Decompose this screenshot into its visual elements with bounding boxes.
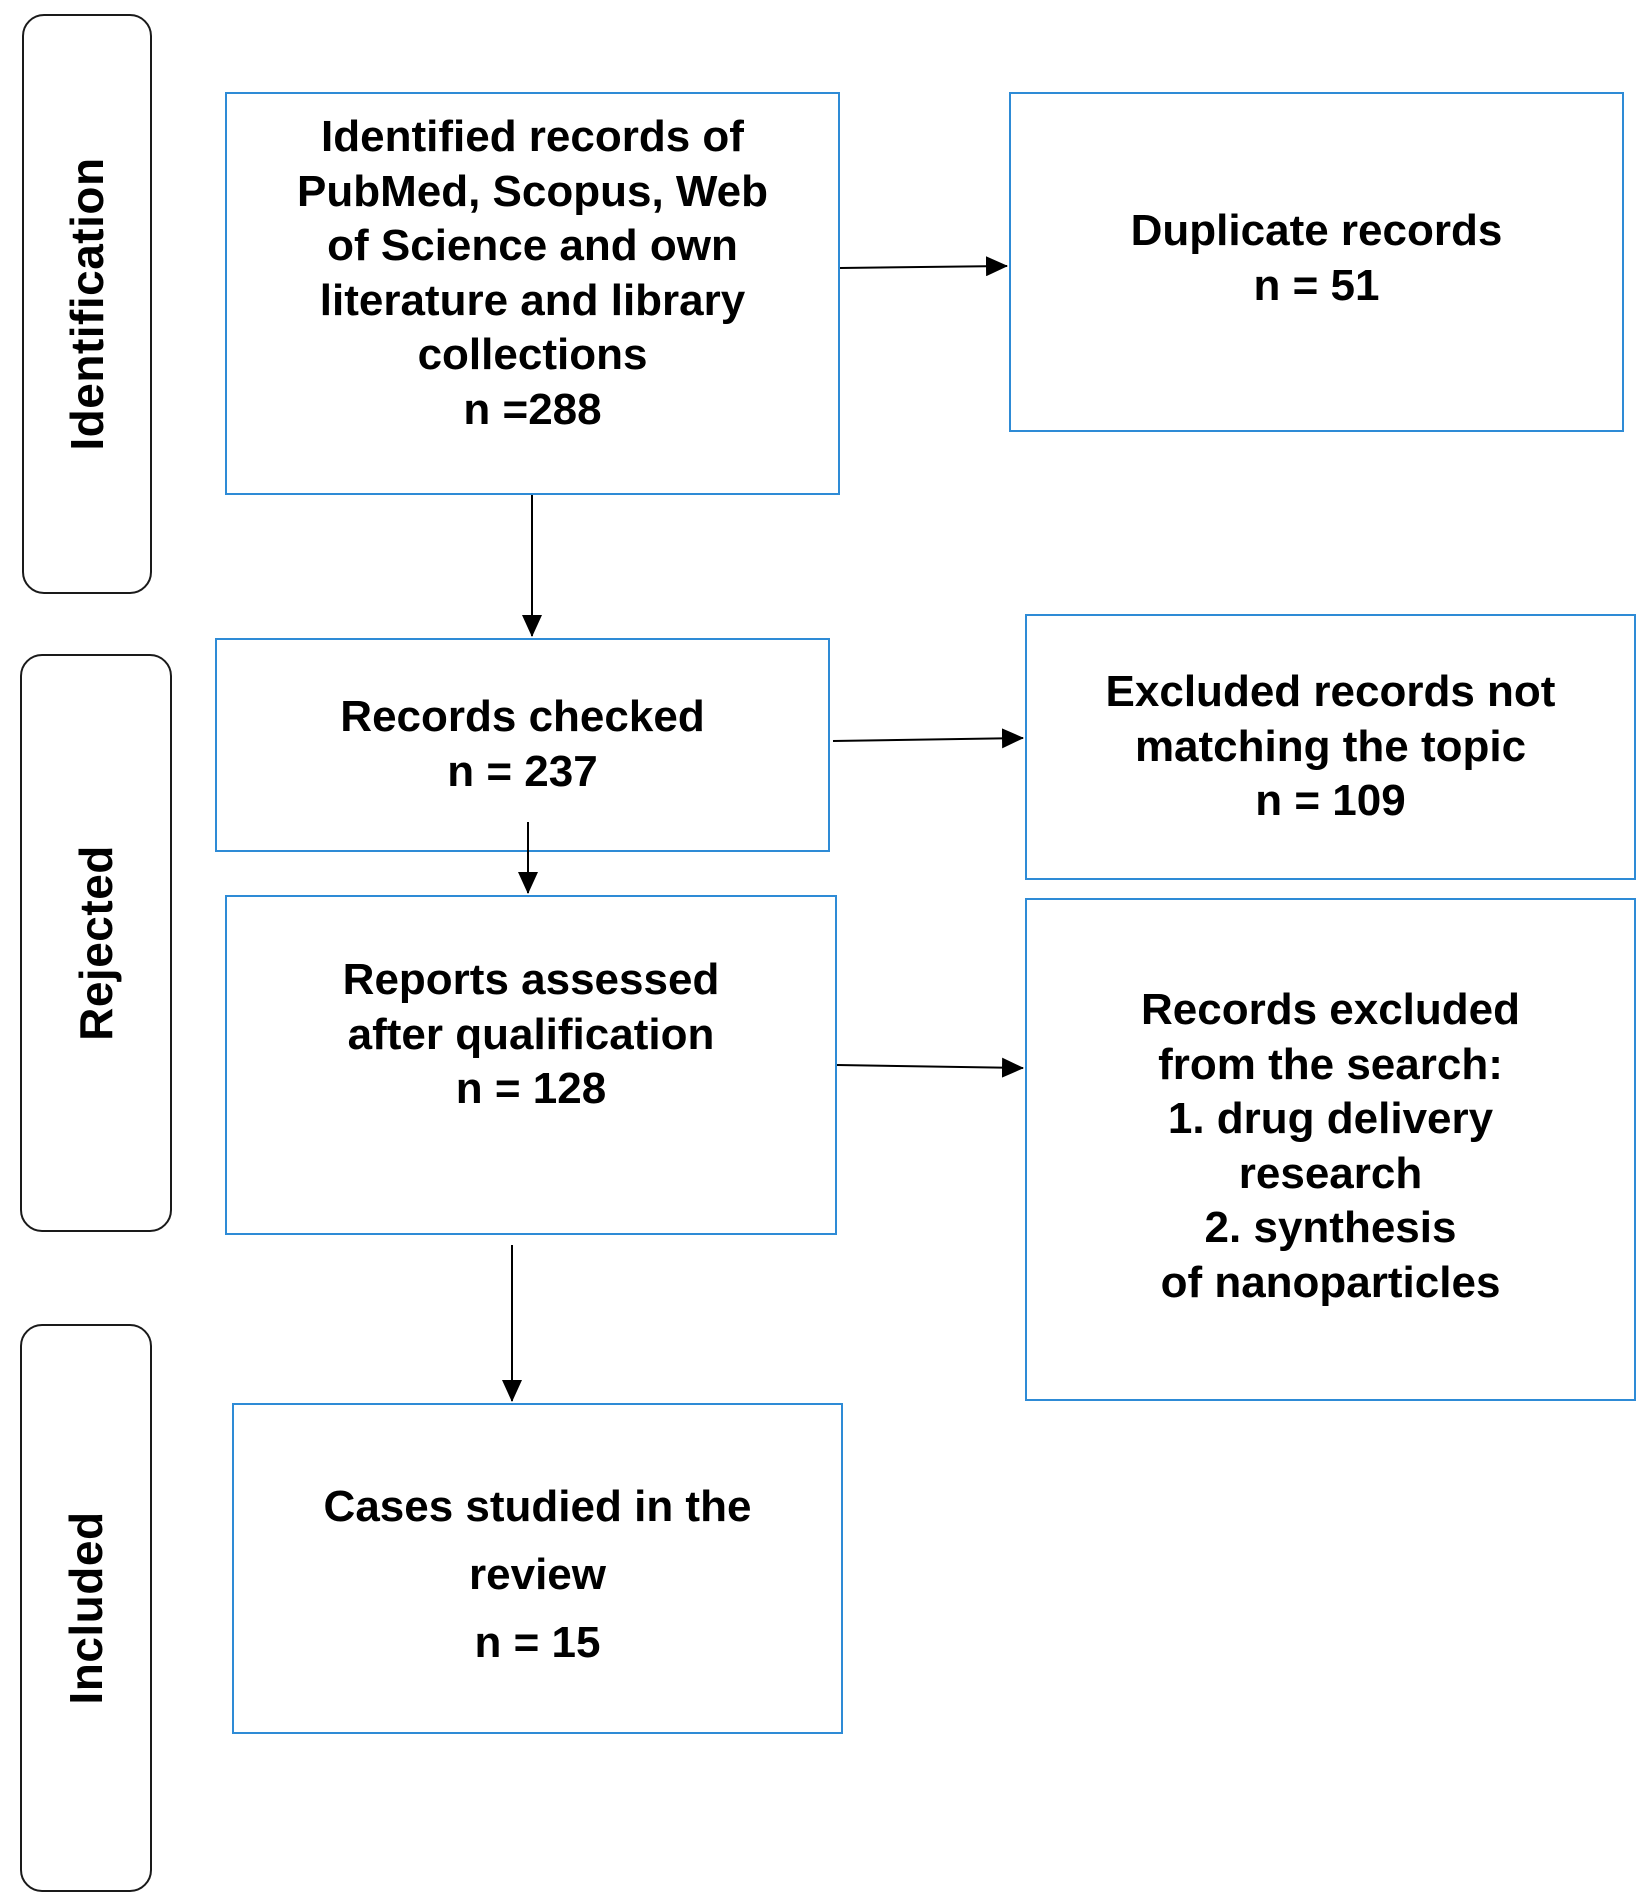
stage-rejected: Rejected [20,654,172,1232]
excluded-search-line-5: 2. synthesis [1204,1203,1457,1253]
records-checked-box: Records checked n = 237 [215,638,830,852]
checked-line-1: Records checked [340,692,705,742]
excluded-search-line-3: 1. drug delivery [1167,1094,1494,1144]
included-count: n = 15 [474,1618,601,1668]
assessed-line-2: after qualification [347,1009,715,1059]
cases-included-box: Cases studied in the review n = 15 [232,1403,843,1734]
stage-identification: Identification [22,14,152,594]
excluded-search-line-6: of nanoparticles [1160,1257,1501,1307]
excluded-search-line-1: Records excluded [1140,985,1521,1034]
duplicate-records-box: Duplicate records n = 51 [1009,92,1624,432]
included-line-1: Cases studied in the [323,1482,752,1531]
duplicate-count: n = 51 [1253,260,1380,310]
excluded-topic-count: n = 109 [1255,776,1406,826]
identified-line-1: Identified records of [321,112,744,161]
assessed-count: n = 128 [455,1064,607,1114]
identified-line-3: of Science and own [327,221,738,271]
arrow-assessed-to-excluded-search [836,1057,1024,1078]
stage-included-label: Included [60,1511,112,1705]
excluded-topic-line-1: Excluded records not [1105,667,1556,717]
included-line-2: review [469,1550,606,1600]
checked-count: n = 237 [447,747,598,796]
excluded-search-box: Records excluded from the search: 1. dru… [1025,898,1636,1401]
excluded-topic-box: Excluded records not matching the topic … [1025,614,1636,880]
excluded-search-line-4: research [1238,1148,1423,1198]
stage-rejected-label: Rejected [70,845,122,1041]
identified-count: n =288 [463,384,602,434]
reports-assessed-box: Reports assessed after qualification n =… [225,895,837,1235]
identified-line-5: collections [417,330,648,380]
identified-records-box: Identified records of PubMed, Scopus, We… [225,92,840,495]
excluded-search-line-2: from the search: [1158,1039,1503,1089]
assessed-line-1: Reports assessed [342,955,720,1005]
excluded-topic-line-2: matching the topic [1134,721,1527,771]
identified-line-4: literature and library [319,275,746,325]
arrow-checked-to-excluded-topic [832,728,1024,749]
duplicate-line-1: Duplicate records [1130,206,1503,255]
arrow-identified-to-duplicates [839,256,1008,277]
stage-identification-label: Identification [61,157,113,451]
stage-included: Included [20,1324,152,1892]
identified-line-2: PubMed, Scopus, Web [296,166,768,216]
